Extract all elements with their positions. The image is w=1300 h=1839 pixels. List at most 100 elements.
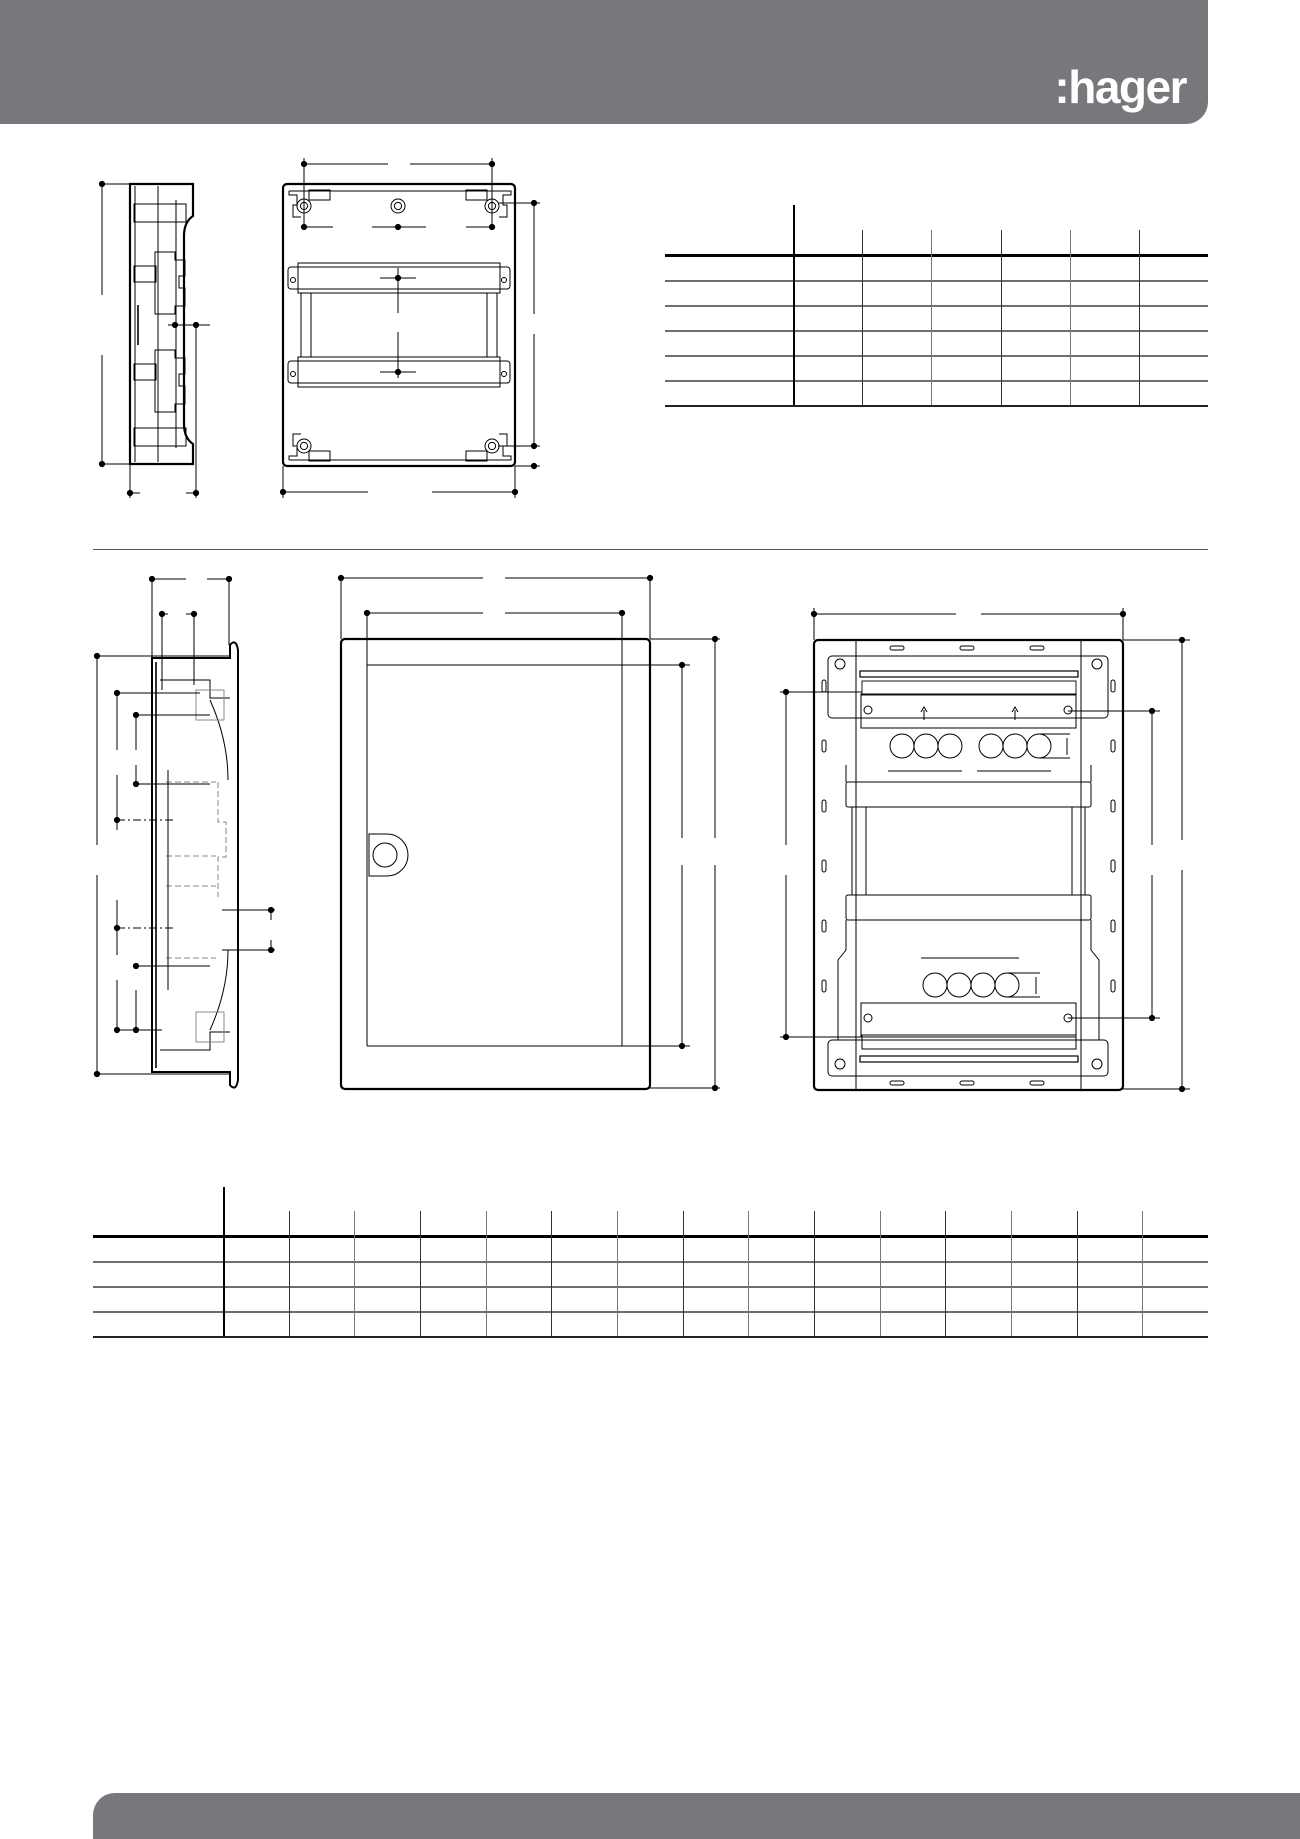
table-cell — [814, 1286, 880, 1311]
table-cell — [617, 1261, 683, 1286]
table-cell — [1142, 1286, 1208, 1311]
table-column-rule — [551, 1211, 552, 1336]
table-cell — [862, 330, 931, 355]
table-cell — [945, 1261, 1011, 1286]
table-column-rule — [289, 1211, 290, 1336]
table-cell — [223, 1236, 289, 1261]
table-header-cell — [748, 1187, 814, 1236]
table-cell — [289, 1236, 355, 1261]
table-cell — [1139, 380, 1208, 405]
table-cell — [748, 1261, 814, 1286]
table-cell — [223, 1311, 289, 1336]
table-header-cell — [486, 1187, 552, 1236]
table-cell — [1139, 355, 1208, 380]
table-column-rule — [748, 1211, 749, 1336]
table-cell — [1011, 1286, 1077, 1311]
table-cell — [1142, 1236, 1208, 1261]
table-column-rule — [486, 1211, 487, 1336]
table-label-column-rule — [223, 1187, 225, 1336]
table-header-label — [665, 205, 793, 255]
table-cell — [420, 1261, 486, 1286]
table-cell — [486, 1261, 552, 1286]
table-cell — [945, 1311, 1011, 1336]
table-row-rule — [665, 305, 1208, 307]
table-header-cell — [354, 1187, 420, 1236]
table-label-column-rule — [793, 205, 795, 405]
table-cell — [1139, 280, 1208, 305]
table-cell — [931, 305, 1000, 330]
table-column-rule — [880, 1211, 881, 1336]
table-cell — [223, 1286, 289, 1311]
table-header-rule — [93, 1235, 1208, 1238]
table-cell — [793, 255, 862, 280]
table-header-cell — [223, 1187, 289, 1236]
table-row-rule — [93, 1336, 1208, 1338]
table-column-rule — [617, 1211, 618, 1336]
table-cell — [1139, 255, 1208, 280]
footer-band — [93, 1793, 1300, 1839]
table-cell — [880, 1236, 946, 1261]
table-cell — [748, 1311, 814, 1336]
table-cell — [1070, 255, 1139, 280]
table-row-label — [665, 255, 793, 280]
table-row-rule — [93, 1286, 1208, 1288]
table-row-label — [93, 1236, 223, 1261]
table-cell — [793, 280, 862, 305]
table-header-rule — [665, 254, 1208, 257]
table-header-label — [93, 1187, 223, 1236]
table-cell — [931, 280, 1000, 305]
table-cell — [1077, 1236, 1143, 1261]
table-cell — [486, 1236, 552, 1261]
table-cell — [1139, 330, 1208, 355]
dimensions-table-bottom — [93, 1187, 1208, 1338]
table-cell — [223, 1261, 289, 1286]
table-cell — [1070, 305, 1139, 330]
table-column-rule — [683, 1211, 684, 1336]
table-cell — [354, 1311, 420, 1336]
table-column-rule — [354, 1211, 355, 1336]
table-cell — [814, 1236, 880, 1261]
table-header-cell — [814, 1187, 880, 1236]
table-header-cell — [880, 1187, 946, 1236]
table-cell — [880, 1261, 946, 1286]
table-cell — [683, 1311, 749, 1336]
table-cell — [1070, 280, 1139, 305]
table-row-rule — [665, 280, 1208, 282]
table-header-cell — [1139, 205, 1208, 255]
table-cell — [748, 1286, 814, 1311]
table-cell — [1011, 1236, 1077, 1261]
table-header-cell — [420, 1187, 486, 1236]
table-cell — [793, 380, 862, 405]
table-cell — [931, 255, 1000, 280]
table-cell — [862, 355, 931, 380]
table-column-rule — [1077, 1211, 1078, 1336]
table-cell — [420, 1286, 486, 1311]
table-row-rule — [665, 405, 1208, 407]
table-header-cell — [1142, 1187, 1208, 1236]
table-row-label — [93, 1286, 223, 1311]
table-cell — [486, 1311, 552, 1336]
bottom-interior-front-view — [780, 608, 1190, 1093]
table-cell — [1001, 330, 1070, 355]
table-cell — [551, 1261, 617, 1286]
table-cell — [354, 1261, 420, 1286]
table-cell — [880, 1311, 946, 1336]
table-cell — [862, 305, 931, 330]
table-cell — [814, 1261, 880, 1286]
bottom-front-door-view — [337, 574, 720, 1092]
table-cell — [617, 1311, 683, 1336]
table-column-rule — [1139, 230, 1140, 405]
table-cell — [551, 1311, 617, 1336]
table-cell — [1070, 355, 1139, 380]
table-cell — [862, 280, 931, 305]
table-cell — [862, 255, 931, 280]
table-row-label — [665, 355, 793, 380]
table-cell — [551, 1236, 617, 1261]
table-cell — [1011, 1261, 1077, 1286]
table-cell — [1001, 255, 1070, 280]
table-header-cell — [931, 205, 1000, 255]
table-cell — [1001, 380, 1070, 405]
table-header-cell — [1070, 205, 1139, 255]
table-cell — [1011, 1311, 1077, 1336]
